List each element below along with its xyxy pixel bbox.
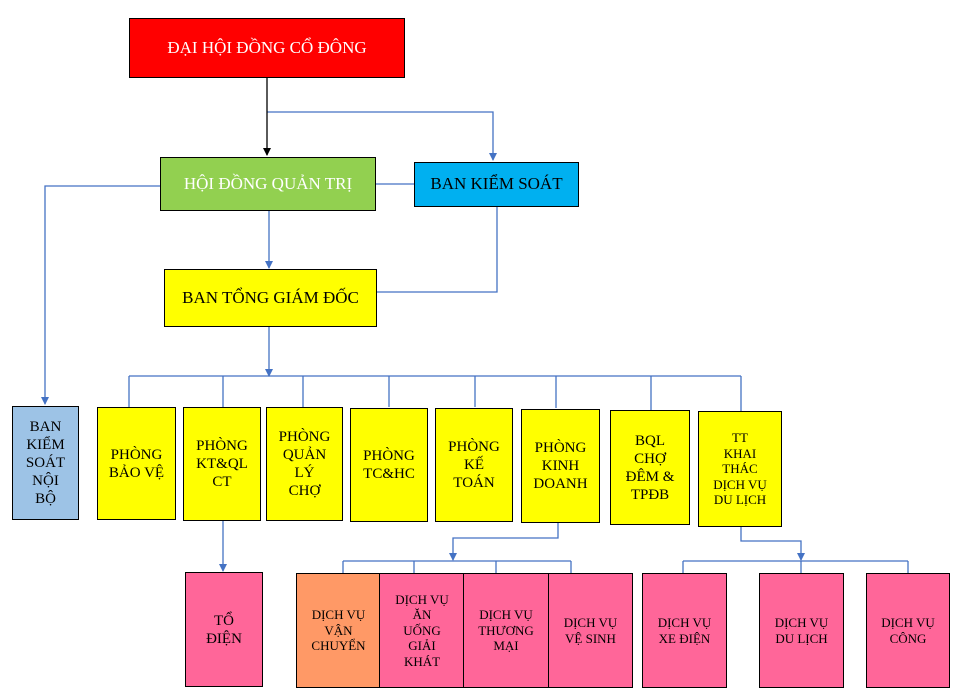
arrow-to-hdqt — [263, 148, 271, 156]
node-dich-vu-van-chuyen: DỊCH VỤ VẬN CHUYỂN — [296, 573, 381, 688]
node-dich-vu-cong: DỊCH VỤ CÔNG — [866, 573, 950, 688]
node-dich-vu-xe-dien: DỊCH VỤ XE ĐIỆN — [642, 573, 727, 688]
arrow-to-bus — [265, 369, 273, 377]
node-phong-tc-hc: PHÒNG TC&HC — [350, 408, 428, 522]
node-label: PHÒNG KT&QL CT — [196, 438, 248, 490]
node-dai-hoi-dong-co-dong: ĐẠI HỘI ĐỒNG CỔ ĐÔNG — [129, 18, 405, 78]
node-to-dien: TỔ ĐIỆN — [185, 572, 263, 687]
node-label: PHÒNG QUẢN LÝ CHỢ — [278, 429, 331, 499]
arrow-to-dl-services — [797, 553, 805, 561]
node-label: DỊCH VỤ XE ĐIỆN — [657, 614, 712, 646]
node-phong-quan-ly-cho: PHÒNG QUẢN LÝ CHỢ — [266, 407, 343, 521]
node-label: TỔ ĐIỆN — [206, 612, 242, 647]
node-label: BAN TỔNG GIÁM ĐỐC — [182, 287, 359, 307]
node-label: BQL CHỢ ĐÊM & TPĐB — [625, 432, 675, 503]
node-label: HỘI ĐỒNG QUẢN TRỊ — [183, 173, 353, 193]
node-dich-vu-an-uong-giai-khat: DỊCH VỤ ĂN UỐNG GIẢI KHÁT — [379, 573, 465, 688]
arrow-to-bksnb — [41, 397, 49, 405]
arrow-to-kd-services — [449, 553, 457, 561]
node-ban-kiem-soat-noi-bo: BAN KIỂM SOÁT NỘI BỘ — [12, 406, 79, 520]
node-label: TT KHAI THÁC DỊCH VỤ DU LỊCH — [713, 430, 767, 508]
node-label: ĐẠI HỘI ĐỒNG CỔ ĐÔNG — [167, 37, 367, 57]
node-label: BAN KIỂM SOÁT — [430, 174, 563, 194]
node-ban-kiem-soat: BAN KIỂM SOÁT — [414, 162, 579, 207]
node-hoi-dong-quan-tri: HỘI ĐỒNG QUẢN TRỊ — [160, 157, 376, 211]
node-label: PHÒNG KINH DOANH — [533, 440, 588, 492]
connector-dulich-services — [740, 527, 802, 560]
node-phong-kt-ql-ct: PHÒNG KT&QL CT — [183, 407, 261, 521]
node-label: DỊCH VỤ CÔNG — [881, 614, 935, 646]
node-bql-cho-dem-tpdb: BQL CHỢ ĐÊM & TPĐB — [610, 410, 690, 525]
node-label: PHÒNG TC&HC — [363, 448, 415, 482]
arrow-to-btgd — [265, 261, 273, 269]
arrow-to-todien — [219, 564, 227, 572]
arrow-to-bks — [489, 153, 497, 161]
node-label: DỊCH VỤ VẬN CHUYỂN — [311, 607, 366, 654]
connector-kinhdoanh-services — [452, 523, 559, 560]
node-phong-ke-toan: PHÒNG KẾ TOÁN — [435, 408, 513, 522]
node-dich-vu-du-lich: DỊCH VỤ DU LỊCH — [759, 573, 844, 688]
node-dich-vu-thuong-mai: DỊCH VỤ THƯƠNG MẠI — [463, 573, 549, 688]
node-label: DỊCH VỤ ĂN UỐNG GIẢI KHÁT — [395, 591, 449, 669]
node-phong-kinh-doanh: PHÒNG KINH DOANH — [521, 409, 600, 523]
node-tt-khai-thac-dich-vu-du-lich: TT KHAI THÁC DỊCH VỤ DU LỊCH — [698, 411, 782, 527]
connector-dhdcd-bks — [267, 111, 494, 160]
node-phong-bao-ve: PHÒNG BẢO VỆ — [97, 407, 176, 520]
node-label: PHÒNG BẢO VỆ — [108, 446, 165, 481]
node-label: DỊCH VỤ DU LỊCH — [774, 614, 829, 646]
node-label: DỊCH VỤ THƯƠNG MẠI — [478, 607, 534, 654]
node-ban-tong-giam-doc: BAN TỔNG GIÁM ĐỐC — [164, 269, 377, 327]
node-label: PHÒNG KẾ TOÁN — [448, 439, 500, 491]
connector-bks-btgd — [377, 207, 498, 293]
node-dich-vu-ve-sinh: DỊCH VỤ VỆ SINH — [548, 573, 633, 688]
node-label: DỊCH VỤ VỆ SINH — [563, 614, 618, 646]
node-label: BAN KIỂM SOÁT NỘI BỘ — [25, 419, 66, 507]
connector-hdqt-bksnb — [44, 185, 160, 404]
